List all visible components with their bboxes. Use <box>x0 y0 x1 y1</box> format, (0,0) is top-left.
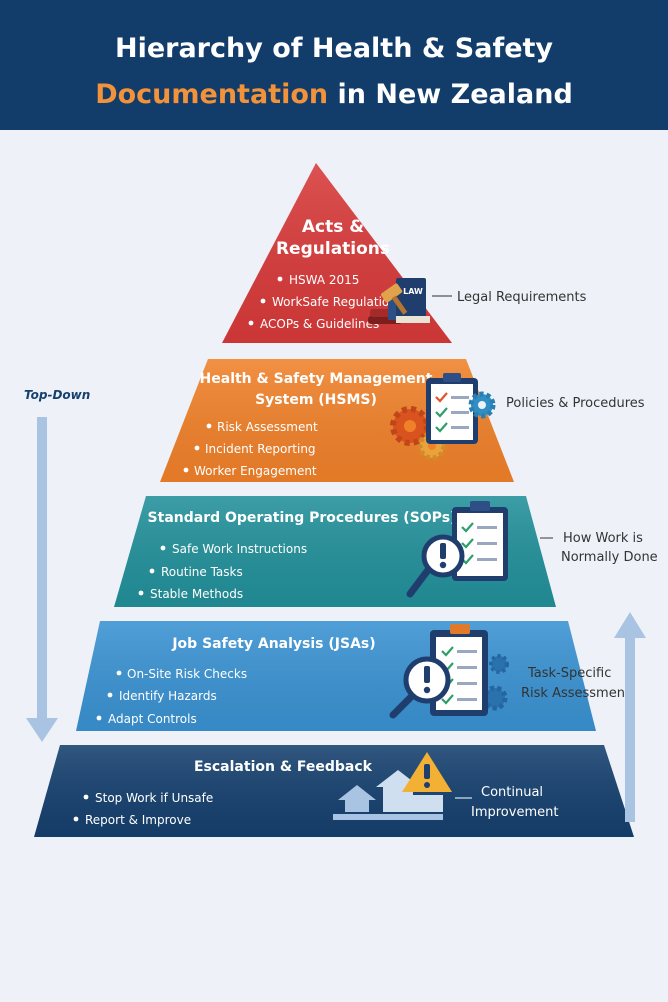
top-down-arrow: Top-Down <box>24 388 90 742</box>
level-2-bullet: Worker Engagement <box>194 464 317 478</box>
level-3-side-label: How Work is <box>563 531 643 546</box>
level-jsas: Job Safety Analysis (JSAs) On-Site Risk … <box>76 621 630 731</box>
level-5-side-label: Improvement <box>471 805 558 820</box>
title-line-1: Hierarchy of Health & Safety <box>114 33 554 64</box>
level-acts-regulations: Acts & Regulations HSWA 2015 WorkSafe Re… <box>222 163 587 343</box>
level-1-title: Acts & <box>302 217 364 237</box>
clipboard-hazard-icon <box>389 624 509 719</box>
law-book-gavel-icon: LAW <box>368 278 430 324</box>
level-5-side-label: Continual <box>481 785 543 800</box>
level-3-bullet: Stable Methods <box>150 587 243 601</box>
header-banner: Hierarchy of Health & Safety Documentati… <box>0 0 668 130</box>
level-sops: Standard Operating Procedures (SOPs) Saf… <box>114 496 658 607</box>
level-2-side-label: Policies & Procedures <box>506 396 645 411</box>
level-4-bullet: On-Site Risk Checks <box>127 667 247 681</box>
level-escalation-feedback: Escalation & Feedback Stop Work if Unsaf… <box>34 745 634 837</box>
level-5-bullet: Stop Work if Unsafe <box>95 791 213 805</box>
level-4-title: Job Safety Analysis (JSAs) <box>171 636 375 652</box>
level-3-bullet: Routine Tasks <box>161 565 243 579</box>
level-2-bullet: Risk Assessment <box>217 420 318 434</box>
level-3-bullet: Safe Work Instructions <box>172 542 307 556</box>
level-1-bullet: HSWA 2015 <box>289 273 359 287</box>
level-3-side-label: Normally Done <box>561 550 658 565</box>
law-book-label: LAW <box>403 287 423 296</box>
level-1-side-label: Legal Requirements <box>457 290 587 305</box>
level-4-side-label: Task-Specific <box>527 666 611 681</box>
level-4-bullet: Adapt Controls <box>108 712 197 726</box>
level-4-side-label: Risk Assessment <box>521 686 630 701</box>
level-1-bullet: ACOPs & Guidelines <box>260 317 379 331</box>
level-5-title: Escalation & Feedback <box>194 759 373 775</box>
escalation-warning-icon <box>333 752 452 820</box>
title-accent: Documentation <box>95 79 329 110</box>
title-line-2: Documentation in New Zealand <box>0 78 668 112</box>
bottom-up-arrow <box>614 612 646 822</box>
title-rest: in New Zealand <box>328 79 573 110</box>
level-5-bullet: Report & Improve <box>85 813 191 827</box>
gears-clipboard-icon <box>390 373 496 461</box>
level-1-title: Regulations <box>276 239 390 259</box>
level-4-bullet: Identify Hazards <box>119 689 217 703</box>
level-hsms: Health & Safety Management System (HSMS)… <box>160 359 645 482</box>
level-2-title: Health & Safety Management <box>200 371 433 387</box>
clipboard-magnifier-icon <box>406 501 508 598</box>
level-2-title: System (HSMS) <box>255 392 377 408</box>
top-down-label: Top-Down <box>24 388 90 402</box>
level-1-bullet: WorkSafe Regulations <box>272 295 403 309</box>
level-3-title: Standard Operating Procedures (SOPs) <box>148 510 457 526</box>
level-2-bullet: Incident Reporting <box>205 442 316 456</box>
